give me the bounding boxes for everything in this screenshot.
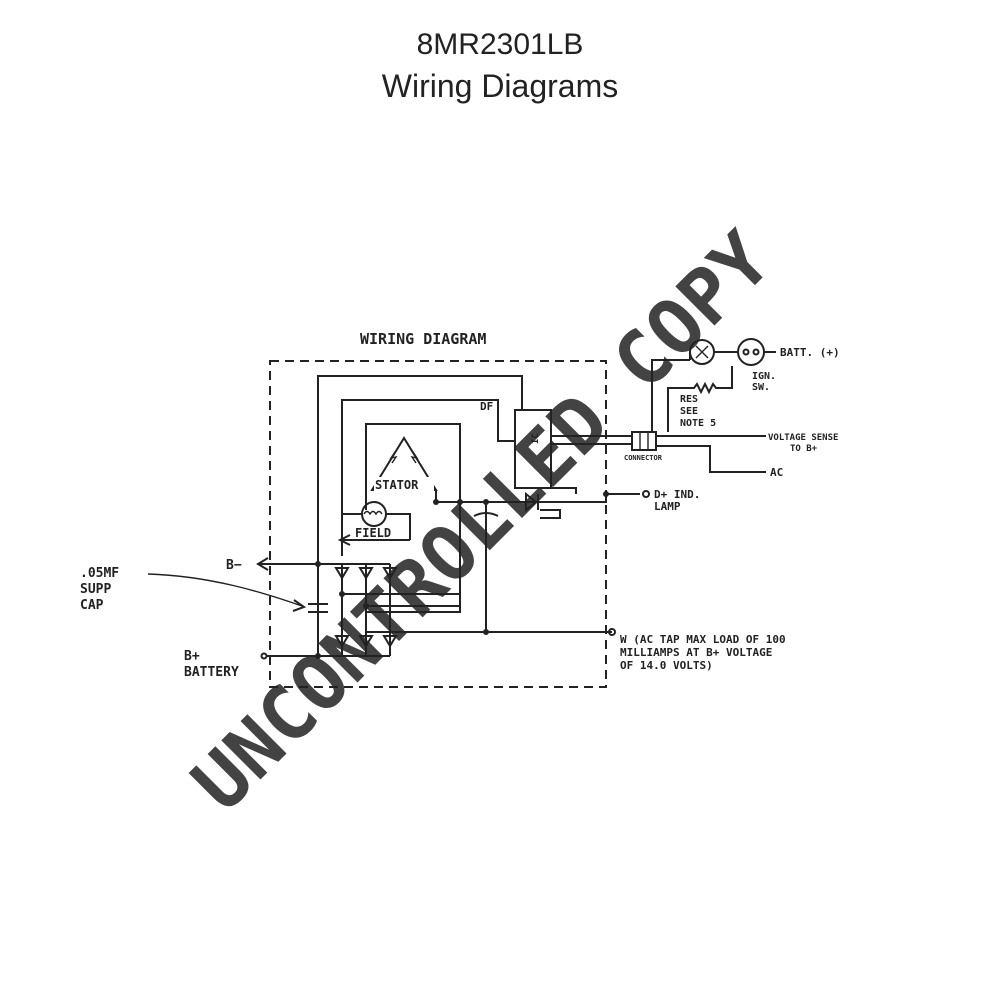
- stator-label-bg: [374, 477, 434, 491]
- outer-wire-loop: [317, 375, 523, 556]
- stator-windings: [389, 451, 419, 464]
- w-terminal-note: OF 14.0 VOLTS): [620, 659, 713, 672]
- alternator-housing: [269, 360, 607, 688]
- diode-symbol: [525, 491, 539, 513]
- d-plus-label: LAMP: [654, 500, 681, 513]
- df-label: DF: [480, 400, 493, 413]
- ac-label: AC: [770, 466, 783, 479]
- field-wires: [342, 513, 411, 540]
- df-wire: [341, 399, 515, 556]
- junction-dot: [339, 591, 345, 597]
- b-minus-label: B−: [226, 558, 242, 573]
- stator-label: STATOR: [375, 478, 419, 492]
- junction-dot: [315, 653, 321, 659]
- d-plus-bus: [435, 490, 640, 503]
- switch-contact: [742, 348, 750, 356]
- page-title: Wiring Diagrams: [381, 68, 619, 104]
- stator-phase-wires: [342, 593, 460, 607]
- supp-cap-label: SUPP: [80, 582, 111, 597]
- resistor-label: SEE: [680, 406, 698, 417]
- b-minus-terminal-arrow: [256, 557, 269, 571]
- field-label: FIELD: [355, 526, 391, 540]
- d-plus-label: D+ IND.: [654, 488, 700, 501]
- capacitor-symbol: [308, 603, 328, 613]
- connector-label: CONNECTOR: [624, 454, 663, 462]
- junction-dot: [315, 561, 321, 567]
- model-number: 8MR2301LB: [416, 28, 584, 61]
- switch-contact: [752, 348, 760, 356]
- b-plus-terminal: [260, 652, 268, 660]
- wire-crossover: [473, 512, 499, 517]
- uncontrolled-copy-watermark: UNCONTROLLED COPY: [175, 215, 788, 828]
- ac-wire: [656, 445, 766, 473]
- diagram-heading: WIRING DIAGRAM: [360, 330, 486, 348]
- lamp-filament: [695, 345, 709, 359]
- voltage-sense-label: TO B+: [790, 444, 818, 454]
- ignition-switch: [737, 338, 765, 366]
- junction-dot: [457, 499, 463, 505]
- negative-diodes: [334, 567, 398, 580]
- voltage-sense-label: VOLTAGE SENSE: [768, 433, 838, 443]
- capacitor-arrow: [292, 599, 307, 612]
- field-coil-symbol: [361, 501, 387, 527]
- regulator-output-wire: [551, 487, 577, 494]
- battery-label: BATTERY: [184, 665, 239, 680]
- regulator-box: [514, 409, 552, 489]
- w-terminal-note: MILLIAMPS AT B+ VOLTAGE: [620, 646, 772, 659]
- regulator-mark: IC: [531, 433, 541, 444]
- ignition-label: IGN.: [752, 371, 776, 382]
- w-terminal: [608, 628, 616, 636]
- supp-cap-label: CAP: [80, 598, 104, 613]
- junction-dot: [603, 491, 609, 497]
- supp-cap-label: .05MF: [80, 566, 119, 581]
- positive-diodes: [334, 635, 398, 648]
- w-terminal-note: W (AC TAP MAX LOAD OF 100: [620, 633, 786, 646]
- field-arrow: [337, 534, 351, 546]
- batt-plus-label: BATT. (+): [780, 346, 840, 359]
- ignition-label: SW.: [752, 382, 770, 393]
- b-plus-label: B+: [184, 649, 200, 664]
- resistor-symbol: [682, 366, 733, 395]
- resistor-label: NOTE 5: [680, 418, 716, 429]
- junction-dot: [483, 629, 489, 635]
- d-plus-terminal: [642, 490, 650, 498]
- resistor-label: RES: [680, 394, 698, 405]
- plug-connector: [631, 431, 657, 451]
- connector-harness: [551, 435, 632, 445]
- capacitor-leader: [147, 573, 303, 607]
- field-coil-winding: [363, 510, 383, 516]
- regulator-link: [540, 509, 561, 519]
- ignition-wires: [651, 359, 690, 432]
- junction-dot: [433, 499, 439, 505]
- junction-dot: [363, 603, 369, 609]
- stator-wire-loop: [365, 423, 461, 613]
- plug-pins: [639, 432, 649, 450]
